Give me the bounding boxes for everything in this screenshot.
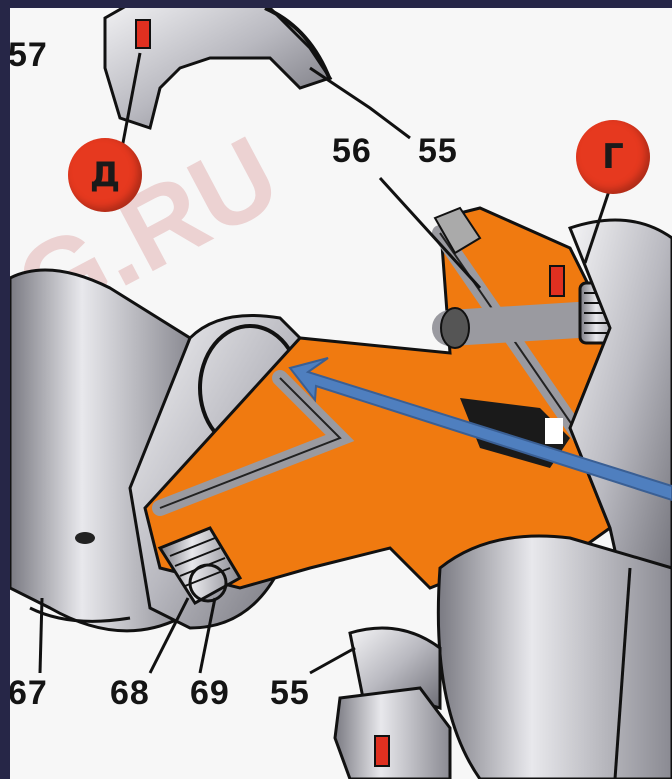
diagram-canvas: G.RU: [10, 8, 672, 779]
main-journal-right: [436, 218, 672, 779]
plug-56: [433, 206, 482, 255]
badge-g: Г: [576, 120, 650, 194]
crankshaft-illustration: [10, 8, 672, 779]
label-67: 67: [10, 674, 48, 712]
label-55-bottom: 55: [270, 674, 310, 712]
leader-lines: [38, 52, 632, 779]
label-69: 69: [190, 674, 230, 712]
blue-arrow: [288, 357, 672, 502]
lower-bearing-shell: [333, 626, 452, 779]
badge-d: Д: [68, 138, 142, 212]
label-68: 68: [110, 674, 150, 712]
label-57: 57: [10, 36, 48, 74]
label-55-top: 55: [418, 132, 458, 170]
plug-spring-left: [157, 526, 243, 605]
upper-bearing-shell: [103, 8, 333, 130]
label-56: 56: [332, 132, 372, 170]
